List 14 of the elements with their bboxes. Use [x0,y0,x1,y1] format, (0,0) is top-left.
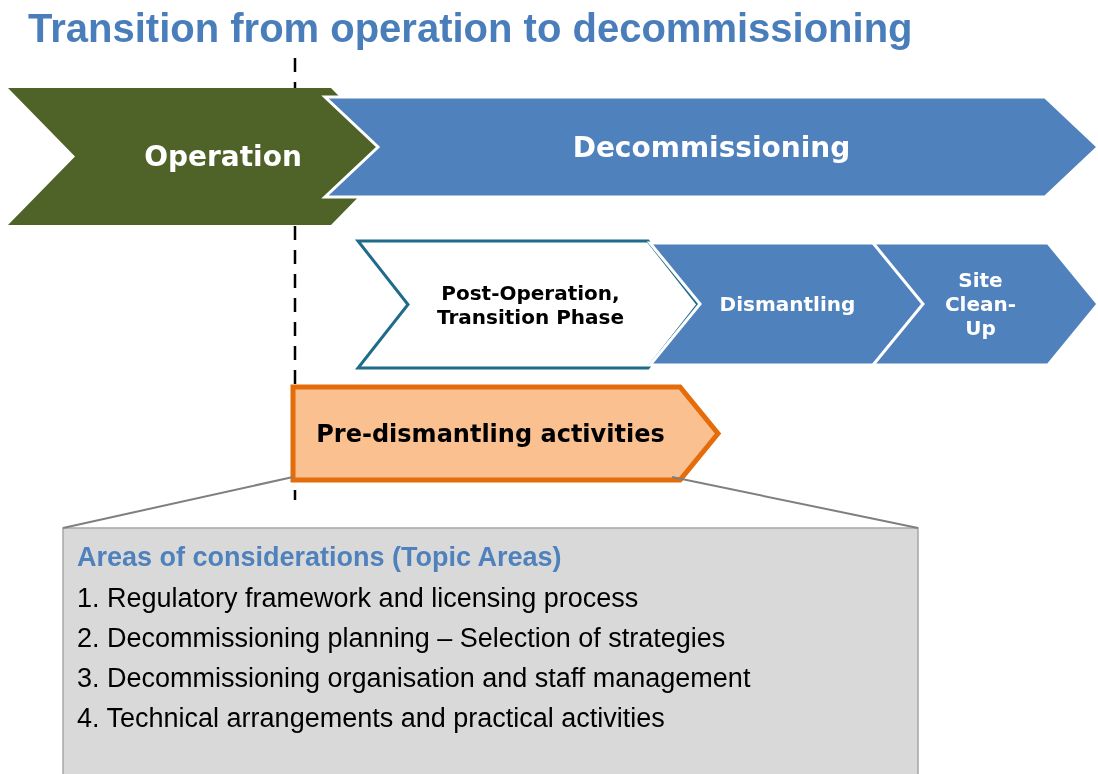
list-item: 1. Regulatory framework and licensing process [77,583,639,614]
title: Transition from operation to decommissioning [28,6,913,51]
phase-label: Post-Operation, Transition Phase [436,280,625,329]
list-item: 4. Technical arrangements and practical activities [77,703,665,734]
phase-label: Site Clean-Up [943,268,1018,340]
phase-label: Decommissioning [572,130,851,164]
phase-label: Pre-dismantling activities [316,419,665,448]
list-item: 3. Decommissioning organisation and staff management [77,663,751,694]
phase-label: Operation [144,140,302,173]
list-item: 2. Decommissioning planning – Selection of strategies [77,623,726,654]
leader-line [671,476,919,529]
panel-heading: Areas of considerations (Topic Areas) [77,542,562,573]
leader-line [62,476,294,529]
phase-label: Dismantling [719,292,856,316]
